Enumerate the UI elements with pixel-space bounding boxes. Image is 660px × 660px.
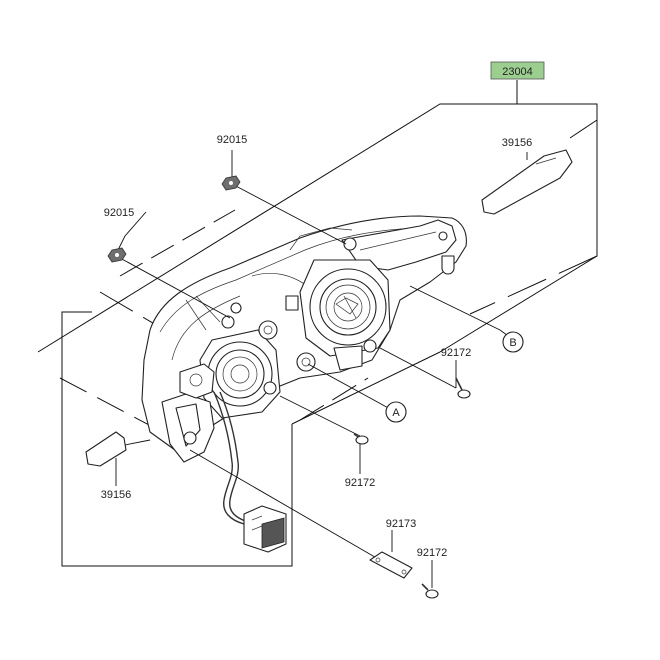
callout-bolt-top: 92015 xyxy=(217,134,248,146)
callout-cover-right: 39156 xyxy=(502,137,533,149)
assembly-number: 23004 xyxy=(502,66,533,78)
screw-92172-center xyxy=(353,433,369,445)
lower-bracket xyxy=(161,363,215,463)
low-beam-unit xyxy=(199,329,281,419)
assembly-frame xyxy=(37,80,598,567)
nut-92015-left xyxy=(107,247,127,263)
callout-screw-center: 92172 xyxy=(345,477,376,489)
callout-labels: 92015 92015 39156 92172 92172 39156 9217… xyxy=(101,134,533,559)
reference-b: B xyxy=(502,331,524,353)
bracket-92173 xyxy=(369,551,413,579)
high-beam-unit xyxy=(299,259,391,371)
screw-92172-right xyxy=(455,377,471,399)
upper-mount-bracket xyxy=(341,219,457,271)
callout-screw-right: 92172 xyxy=(441,347,472,359)
callout-bracket: 92173 xyxy=(386,518,417,530)
adjuster-knobs xyxy=(221,295,377,372)
assembly-badge: 23004 xyxy=(490,61,545,80)
cover-39156-left xyxy=(85,431,127,467)
wiring-harness xyxy=(213,391,287,553)
callout-screw-bottom: 92172 xyxy=(417,547,448,559)
nut-92015-top xyxy=(221,175,241,191)
ref-b-label: B xyxy=(509,337,516,349)
hardware xyxy=(85,149,573,599)
headlight-assembly xyxy=(141,215,467,553)
callout-cover-left: 39156 xyxy=(101,489,132,501)
reference-a: A xyxy=(385,401,407,423)
wire-connector xyxy=(243,505,287,553)
callout-bolt-left: 92015 xyxy=(104,207,135,219)
screw-92172-bottom xyxy=(421,583,439,599)
ref-a-label: A xyxy=(392,407,400,419)
cover-39156-right xyxy=(481,149,573,215)
